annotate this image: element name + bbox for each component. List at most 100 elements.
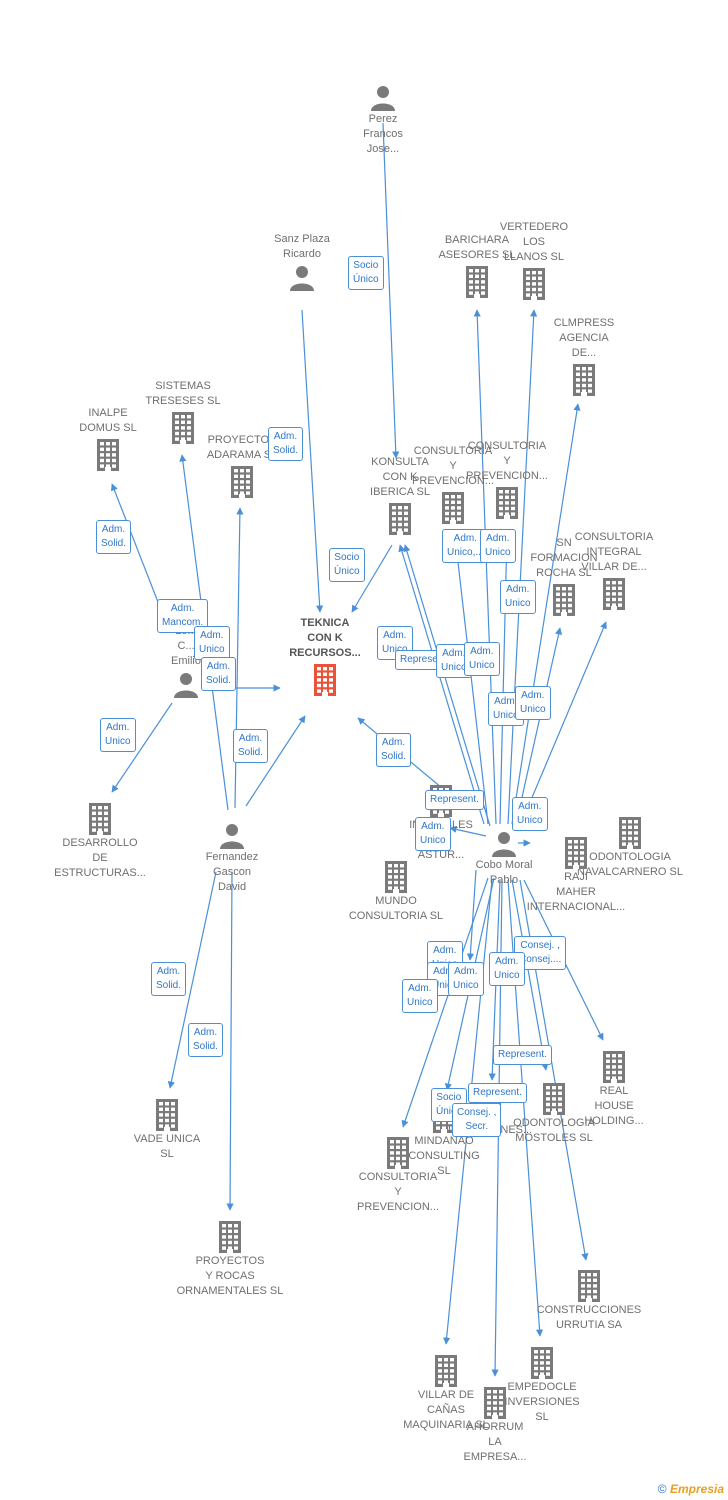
company-node-real_house[interactable]: REAL HOUSE HOLDING... (554, 1048, 674, 1129)
node-label: AHORRUM LA EMPRESA... (463, 1421, 527, 1463)
relation-label-r32[interactable]: Represent. (493, 1045, 552, 1065)
company-node-sistemas[interactable]: SISTEMAS TRESESES SL (123, 379, 243, 445)
building-icon (496, 487, 518, 519)
node-label: SISTEMAS TRESESES SL (145, 380, 221, 407)
company-node-konsulta[interactable]: KONSULTA CON K IBERICA SL (340, 455, 460, 536)
node-label: KONSULTA CON K IBERICA SL (370, 456, 430, 498)
relation-label-r12[interactable]: Adm. Unico (480, 529, 516, 563)
company-node-desarrollo[interactable]: DESARROLLO DE ESTRUCTURAS... (40, 800, 160, 881)
company-node-barichara[interactable]: BARICHARA ASESORES SL (417, 233, 537, 299)
relation-label-r13[interactable]: Adm. Unico (500, 580, 536, 614)
company-node-teknica[interactable]: TEKNICA CON K RECURSOS... (265, 616, 385, 697)
person-icon (174, 673, 198, 698)
company-node-ahorrum[interactable]: AHORRUM LA EMPRESA... (435, 1384, 555, 1465)
edge-cobo-to-consultoria1 (452, 535, 489, 825)
edge-perez-to-konsulta (382, 122, 400, 459)
relation-label-r7[interactable]: Adm. Solid. (201, 657, 237, 691)
company-node-consultoria_integral[interactable]: CONSULTORIA INTEGRAL VILLAR DE... (554, 530, 674, 611)
edge-cobo-to-odontologia_mostoles (511, 879, 549, 1071)
building-icon (619, 817, 641, 849)
edge-cobo-to-consultoria_integral (519, 621, 607, 827)
company-node-raji[interactable]: RAJI MAHER INTERNACIONAL... (516, 834, 636, 915)
edge-cobo-to-consultoria3 (401, 877, 489, 1128)
footer-brand[interactable]: © Empresia (658, 1482, 724, 1496)
relation-label-r22[interactable]: Adm. Unico (512, 797, 548, 831)
edge-cobo-to-konsulta (398, 544, 485, 825)
relation-label-r8[interactable]: Adm. Unico (100, 718, 136, 752)
building-icon (531, 1347, 553, 1379)
relation-label-r33[interactable]: Represent. (468, 1083, 527, 1103)
node-label: PROYECTOS ADARAMA SL (206, 434, 277, 461)
company-node-proyectos_adarama[interactable]: PROYECTOS ADARAMA SL (182, 433, 302, 499)
relation-label-r31[interactable]: Adm. Unico (402, 979, 438, 1013)
company-node-clmpress[interactable]: CLMPRESS AGENCIA DE... (524, 316, 644, 397)
node-label: CONSULTORIA Y PREVENCION... (412, 445, 494, 487)
building-icon (573, 364, 595, 396)
node-label: ODONTOLOGIA MOSTOLES SL (513, 1117, 595, 1144)
company-node-villar[interactable]: VILLAR DE CAÑAS MAQUINARIA SL (386, 1352, 506, 1433)
relation-label-r29[interactable]: Adm. Unico (489, 952, 525, 986)
node-label: PROYECTOS Y ROCAS ORNAMENTALES SL (176, 1255, 284, 1297)
company-node-construcciones[interactable]: CONSTRUCCIONES URRUTIA SA (529, 1267, 649, 1333)
company-node-inalpe[interactable]: INALPE DOMUS SL (48, 406, 168, 472)
relation-label-r20[interactable]: Adm. Solid. (376, 733, 412, 767)
relation-label-r9[interactable]: Adm. Solid. (233, 729, 269, 763)
building-icon (523, 268, 545, 300)
person-node-perez[interactable]: Perez Francos Jose... (323, 82, 443, 157)
edge-cobo-to-mundo (466, 869, 477, 961)
node-label: Sanz Plaza Ricardo (274, 233, 330, 260)
relation-label-r24[interactable]: Adm. Solid. (151, 962, 187, 996)
building-icon (578, 1270, 600, 1302)
node-label: MINDANAO CONSULTING SL (408, 1135, 480, 1177)
relation-label-r21[interactable]: Represent. (425, 790, 484, 810)
building-icon (156, 1099, 178, 1131)
node-label: Cobo Moral Pablo (475, 859, 533, 886)
company-node-consultoria1[interactable]: CONSULTORIA Y PREVENCION... (393, 444, 513, 525)
edge-cobo-to-vertedero (507, 309, 538, 825)
relation-label-r3[interactable]: Socio Único (329, 548, 365, 582)
person-icon (220, 824, 244, 849)
building-icon (484, 1387, 506, 1419)
relation-label-r17[interactable]: Adm. Unico (464, 642, 500, 676)
relation-label-r1[interactable]: Socio Único (348, 256, 384, 290)
node-label: CONSTRUCCIONES URRUTIA SA (536, 1304, 642, 1331)
relation-label-r2[interactable]: Adm. Solid. (268, 427, 304, 461)
company-node-mundo[interactable]: MUNDO CONSULTORIA SL (336, 858, 456, 924)
person-icon (371, 86, 395, 111)
company-node-consultoria3[interactable]: CONSULTORIA Y PREVENCION... (338, 1134, 458, 1215)
edge-fernandez-to-teknica (245, 715, 306, 807)
relation-label-r30[interactable]: Adm. Unico (448, 962, 484, 996)
node-label: VILLAR DE CAÑAS MAQUINARIA SL (403, 1389, 489, 1431)
node-label: VERTEDERO LOS LLANOS SL (499, 221, 569, 263)
company-node-consultoria2[interactable]: CONSULTORIA Y PREVENCION... (447, 439, 567, 520)
relation-label-r19[interactable]: Adm. Unico (515, 686, 551, 720)
person-node-fernandez[interactable]: Fernandez Gascon David (172, 820, 292, 895)
building-icon (603, 1051, 625, 1083)
node-label: MUNDO CONSULTORIA SL (348, 895, 444, 922)
company-node-vertedero[interactable]: VERTEDERO LOS LLANOS SL (474, 220, 594, 301)
company-node-proyectos_rocas[interactable]: PROYECTOS Y ROCAS ORNAMENTALES SL (170, 1218, 290, 1299)
node-label: BARICHARA ASESORES SL (438, 234, 516, 261)
relation-label-r26[interactable]: Consej. , Consej.... (514, 936, 567, 970)
edge-sanz-to-teknica (301, 309, 324, 613)
company-node-empedocle[interactable]: EMPEDOCLE INVERSIONES SL (482, 1344, 602, 1425)
person-node-cobo[interactable]: Cobo Moral Pablo (444, 828, 564, 888)
company-node-odontologia_nav[interactable]: ODONTOLOGIA NAVALCARNERO SL (570, 814, 690, 880)
company-node-vade[interactable]: VADE UNICA SL (107, 1096, 227, 1162)
company-node-sn_formacion[interactable]: SN FORMACION ROCHA SL (504, 536, 624, 617)
relation-label-r25[interactable]: Adm. Solid. (188, 1023, 224, 1057)
edge-cobo-to-inmuebles (449, 825, 487, 837)
brand-name: Empresia (669, 1482, 724, 1496)
edge-cobo-to-sn_formacion (515, 627, 563, 825)
building-icon (314, 664, 336, 696)
company-node-odontologia_mostoles[interactable]: ODONTOLOGIA MOSTOLES SL (494, 1080, 614, 1146)
relation-label-r6[interactable]: Adm. Unico (194, 626, 230, 660)
relation-label-r35[interactable]: Consej. , Secr. (452, 1103, 502, 1137)
node-label: Perez Francos Jose... (363, 113, 403, 155)
building-icon (231, 466, 253, 498)
relation-label-r23[interactable]: Adm. Unico (415, 817, 451, 851)
building-icon (553, 584, 575, 616)
person-node-sanz[interactable]: Sanz Plaza Ricardo (242, 232, 362, 292)
relation-label-r4[interactable]: Adm. Solid. (96, 520, 132, 554)
